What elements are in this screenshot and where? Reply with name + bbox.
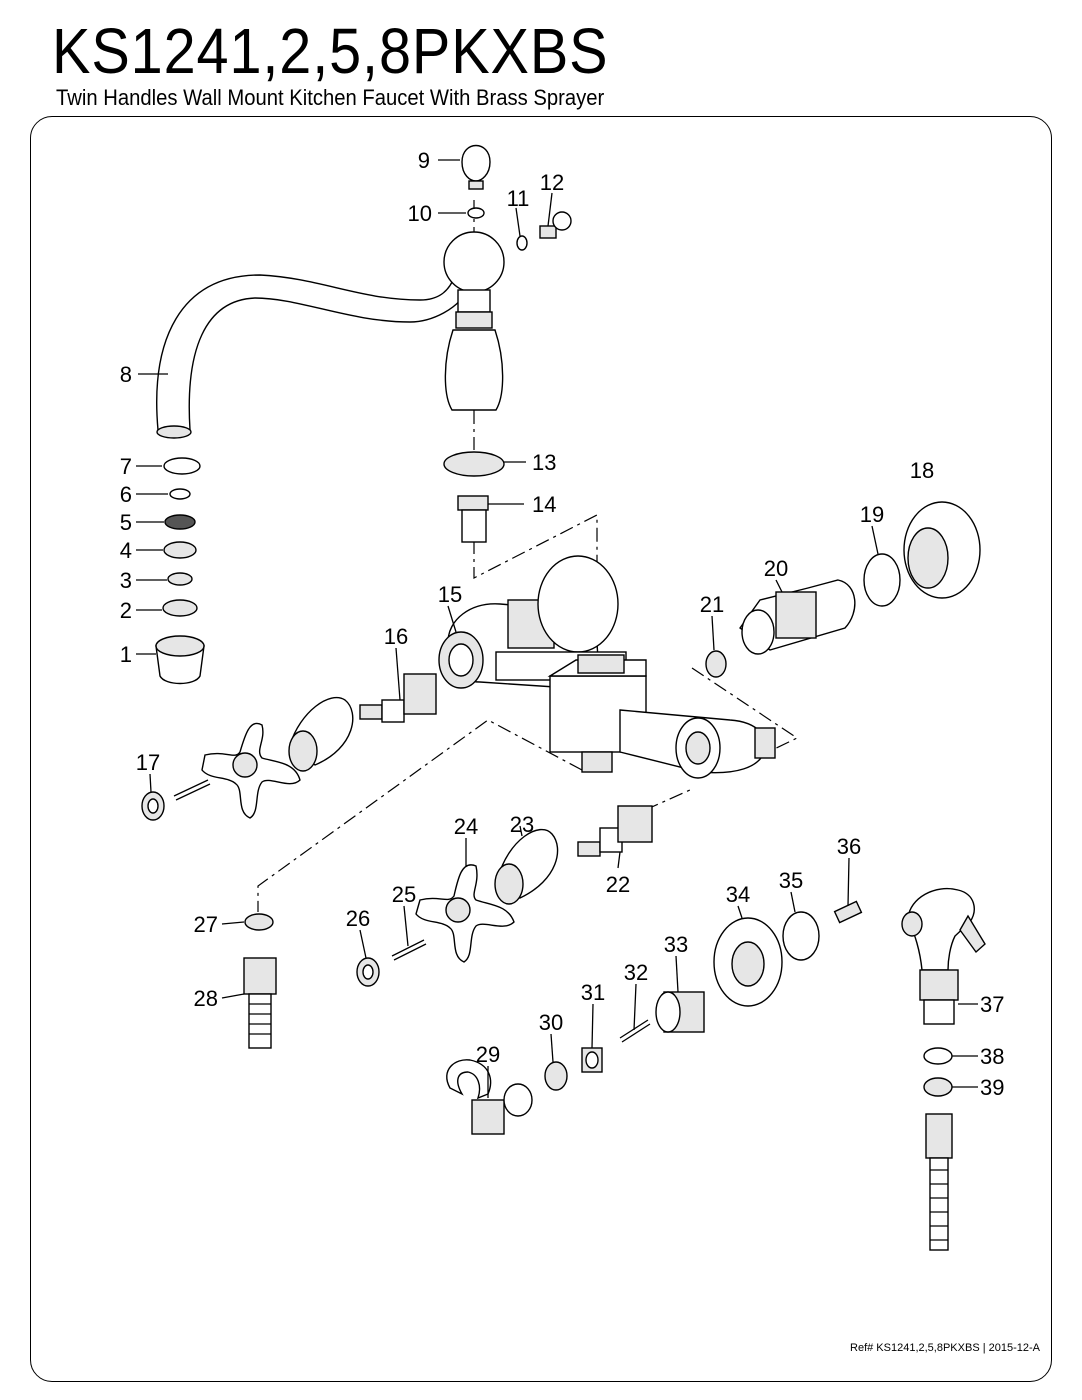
part-3-screen xyxy=(167,572,193,586)
callout-26: 26 xyxy=(346,906,370,931)
callout-35: 35 xyxy=(779,868,803,893)
part-28-supply-hose xyxy=(243,957,277,1049)
callout-12: 12 xyxy=(540,170,564,195)
handle-sleeve-upper xyxy=(288,696,354,772)
part-23-handle-sleeve xyxy=(494,828,559,905)
callout-20: 20 xyxy=(764,556,788,581)
part-19-o-ring xyxy=(863,553,901,607)
cross-handle-upper xyxy=(201,722,301,819)
part-20-union-connector xyxy=(739,579,856,655)
callout-13: 13 xyxy=(532,450,556,475)
callout-8: 8 xyxy=(120,362,132,387)
callout-21: 21 xyxy=(700,592,724,617)
part-34-escutcheon xyxy=(713,917,783,1007)
part-18-wall-flange xyxy=(903,501,981,599)
part-5-disk xyxy=(164,514,196,530)
callout-14: 14 xyxy=(532,492,556,517)
part-8-spout xyxy=(156,273,471,439)
callout-18: 18 xyxy=(910,458,934,483)
part-17-index-button-and-screw xyxy=(141,779,211,821)
part-16-cartridge xyxy=(359,673,437,723)
part-32-spring xyxy=(619,1019,651,1043)
part-36-set-screw xyxy=(833,900,863,924)
aerator-stack xyxy=(155,457,205,685)
part-27-washer xyxy=(244,913,274,931)
callout-5: 5 xyxy=(120,510,132,535)
part-33-adapter xyxy=(655,991,705,1033)
callout-17: 17 xyxy=(136,750,160,775)
callout-22: 22 xyxy=(606,872,630,897)
callout-24: 24 xyxy=(454,814,478,839)
part-21-washer xyxy=(705,650,727,678)
callout-2: 2 xyxy=(120,598,132,623)
part-30-washer xyxy=(544,1061,568,1091)
part-24-cross-handle xyxy=(415,864,515,963)
callout-27: 27 xyxy=(194,912,218,937)
part-6-gasket xyxy=(169,488,191,500)
part-39-washer xyxy=(923,1077,953,1097)
part-26-index-button xyxy=(356,957,380,987)
part-11-o-ring xyxy=(516,235,528,251)
callout-6: 6 xyxy=(120,482,132,507)
callout-39: 39 xyxy=(980,1075,1004,1100)
part-35-o-ring xyxy=(782,911,820,961)
page-title: KS1241,2,5,8PKXBS xyxy=(52,15,609,87)
part-31-nut xyxy=(581,1047,603,1073)
part-15-valve-body xyxy=(438,555,776,779)
callout-11: 11 xyxy=(507,186,530,211)
callout-34: 34 xyxy=(726,882,750,907)
part-2-insert xyxy=(162,599,198,617)
callout-30: 30 xyxy=(539,1010,563,1035)
callout-32: 32 xyxy=(624,960,648,985)
callout-labels: 9 10 11 12 8 7 6 5 4 3 2 1 13 14 15 16 1… xyxy=(120,148,1005,1100)
callout-29: 29 xyxy=(476,1042,500,1067)
callout-23: 23 xyxy=(510,812,534,837)
part-body-upper-column xyxy=(443,231,505,411)
callout-16: 16 xyxy=(384,624,408,649)
callout-19: 19 xyxy=(860,502,884,527)
callout-28: 28 xyxy=(194,986,218,1011)
part-4-ring xyxy=(163,541,197,559)
callout-36: 36 xyxy=(837,834,861,859)
part-37-spray-head xyxy=(901,888,986,1025)
reference-footer: Ref# KS1241,2,5,8PKXBS | 2015-12-A xyxy=(850,1342,1040,1354)
part-25-screw xyxy=(391,939,427,961)
part-12-screw-cap xyxy=(539,211,572,239)
sprayer-hose xyxy=(925,1113,953,1251)
part-7-washer xyxy=(163,457,201,475)
callout-25: 25 xyxy=(392,882,416,907)
callout-1: 1 xyxy=(120,642,132,667)
leader-lines xyxy=(136,159,978,1098)
page-subtitle: Twin Handles Wall Mount Kitchen Faucet W… xyxy=(56,85,605,110)
callout-37: 37 xyxy=(980,992,1004,1017)
callout-10: 10 xyxy=(408,201,432,226)
callout-31: 31 xyxy=(581,980,605,1005)
callout-38: 38 xyxy=(980,1044,1004,1069)
callout-33: 33 xyxy=(664,932,688,957)
part-14-cartridge xyxy=(457,495,489,543)
part-13-ring xyxy=(443,451,505,477)
part-10-washer xyxy=(467,207,485,219)
part-29-hose-guide xyxy=(446,1059,533,1135)
part-22-cartridge xyxy=(577,805,653,857)
part-9-handle-knob xyxy=(461,145,491,190)
callout-15: 15 xyxy=(438,582,462,607)
part-38-o-ring xyxy=(923,1047,953,1065)
callout-3: 3 xyxy=(120,568,132,593)
callout-4: 4 xyxy=(120,538,132,563)
callout-9: 9 xyxy=(418,148,430,173)
diagram-frame xyxy=(30,116,1052,1382)
callout-7: 7 xyxy=(120,454,132,479)
